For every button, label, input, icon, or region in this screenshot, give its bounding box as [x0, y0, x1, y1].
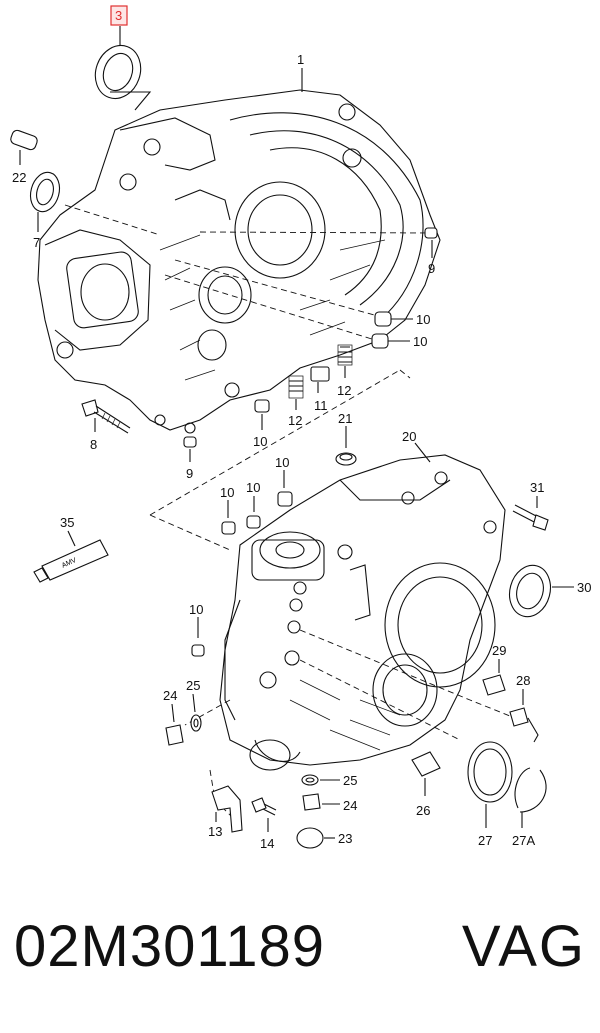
- callout-28: 28: [516, 673, 530, 688]
- part-number: 02M301189: [14, 914, 326, 979]
- callout-26: 26: [416, 803, 430, 818]
- callout-27a: 27A: [512, 833, 535, 848]
- part-7-seal: 7: [29, 171, 61, 250]
- callout-10-e: 10: [220, 485, 234, 500]
- exploded-parts-diagram: 1 3 22 7 9 10 10: [10, 5, 591, 851]
- callout-9-left: 9: [186, 466, 193, 481]
- callout-10-b: 10: [413, 334, 427, 349]
- callout-3: 3: [115, 8, 122, 23]
- part-27a-circlip: 27A: [512, 767, 547, 848]
- part-9-pin-right: 9: [424, 227, 438, 276]
- part-10-bushing-a: 10: [374, 311, 430, 327]
- footer: 02M301189 VAG: [0, 902, 600, 992]
- callout-9-right: 9: [428, 261, 435, 276]
- callout-7: 7: [33, 235, 40, 250]
- callout-27: 27: [478, 833, 492, 848]
- part-13-bracket: 13: [208, 785, 243, 839]
- callout-10-c: 10: [253, 434, 267, 449]
- callout-23: 23: [338, 831, 352, 846]
- part-10-bushing-c: 10: [253, 399, 270, 449]
- part-31-bolt: 31: [512, 480, 549, 531]
- callout-10-f: 10: [246, 480, 260, 495]
- callout-31: 31: [530, 480, 544, 495]
- callout-25-left: 25: [186, 678, 200, 693]
- part-8-bolt: 8: [81, 399, 131, 452]
- part-30-seal: 30: [508, 564, 591, 618]
- part-10-bushing-g: 10: [189, 602, 205, 657]
- callout-24-left: 24: [163, 688, 177, 703]
- gearbox-housing-lower: [184, 454, 521, 821]
- part-24-plug-right: 24: [302, 793, 357, 813]
- callout-10-a: 10: [416, 312, 430, 327]
- callout-10-d: 10: [275, 455, 289, 470]
- callout-24-right: 24: [343, 798, 357, 813]
- callout-20: 20: [402, 429, 416, 444]
- callout-8: 8: [90, 437, 97, 452]
- part-35-sealant-tube: 35 AMV: [33, 515, 109, 583]
- part-12-spring-b: 12: [288, 375, 304, 428]
- callout-12-b: 12: [288, 413, 302, 428]
- part-21-ring: 21: [335, 411, 357, 466]
- callout-21: 21: [338, 411, 352, 426]
- part-11-plug: 11: [310, 366, 330, 413]
- part-10-bushing-d: 10: [275, 455, 293, 507]
- part-3-seal: 3: [94, 5, 152, 111]
- part-10-bushing-b: 10: [371, 333, 427, 349]
- part-26-sender: 26: [411, 751, 441, 818]
- part-10-bushing-f: 10: [246, 480, 261, 529]
- callout-1: 1: [297, 52, 304, 67]
- callout-22: 22: [12, 170, 26, 185]
- callout-11: 11: [314, 398, 328, 413]
- callout-25-right: 25: [343, 773, 357, 788]
- callout-10-g: 10: [189, 602, 203, 617]
- callout-35: 35: [60, 515, 74, 530]
- part-29-switch: 29: [482, 643, 506, 696]
- part-28-sensor: 28: [509, 673, 539, 743]
- part-23-cap: 23: [296, 827, 352, 849]
- callout-29: 29: [492, 643, 506, 658]
- part-10-bushing-e: 10: [220, 485, 236, 535]
- assembly-dashed-outline: [149, 369, 411, 551]
- part-24-plug-left: 24: [163, 688, 184, 746]
- part-27-cover: 27: [467, 741, 513, 848]
- part-25-washer-left: 25: [186, 678, 202, 732]
- callout-14: 14: [260, 836, 274, 851]
- part-25-washer-right: 25: [301, 773, 357, 788]
- part-12-spring-a: 12: [337, 344, 353, 398]
- callout-30: 30: [577, 580, 591, 595]
- part-22-dowel: 22: [10, 129, 38, 185]
- highlight-box-3: [110, 5, 128, 26]
- part-9-pin-left: 9: [183, 436, 197, 481]
- callout-12-a: 12: [337, 383, 351, 398]
- callout-13: 13: [208, 824, 222, 839]
- brand-name: VAG: [461, 914, 586, 979]
- part-14-bolt: 14: [251, 797, 277, 851]
